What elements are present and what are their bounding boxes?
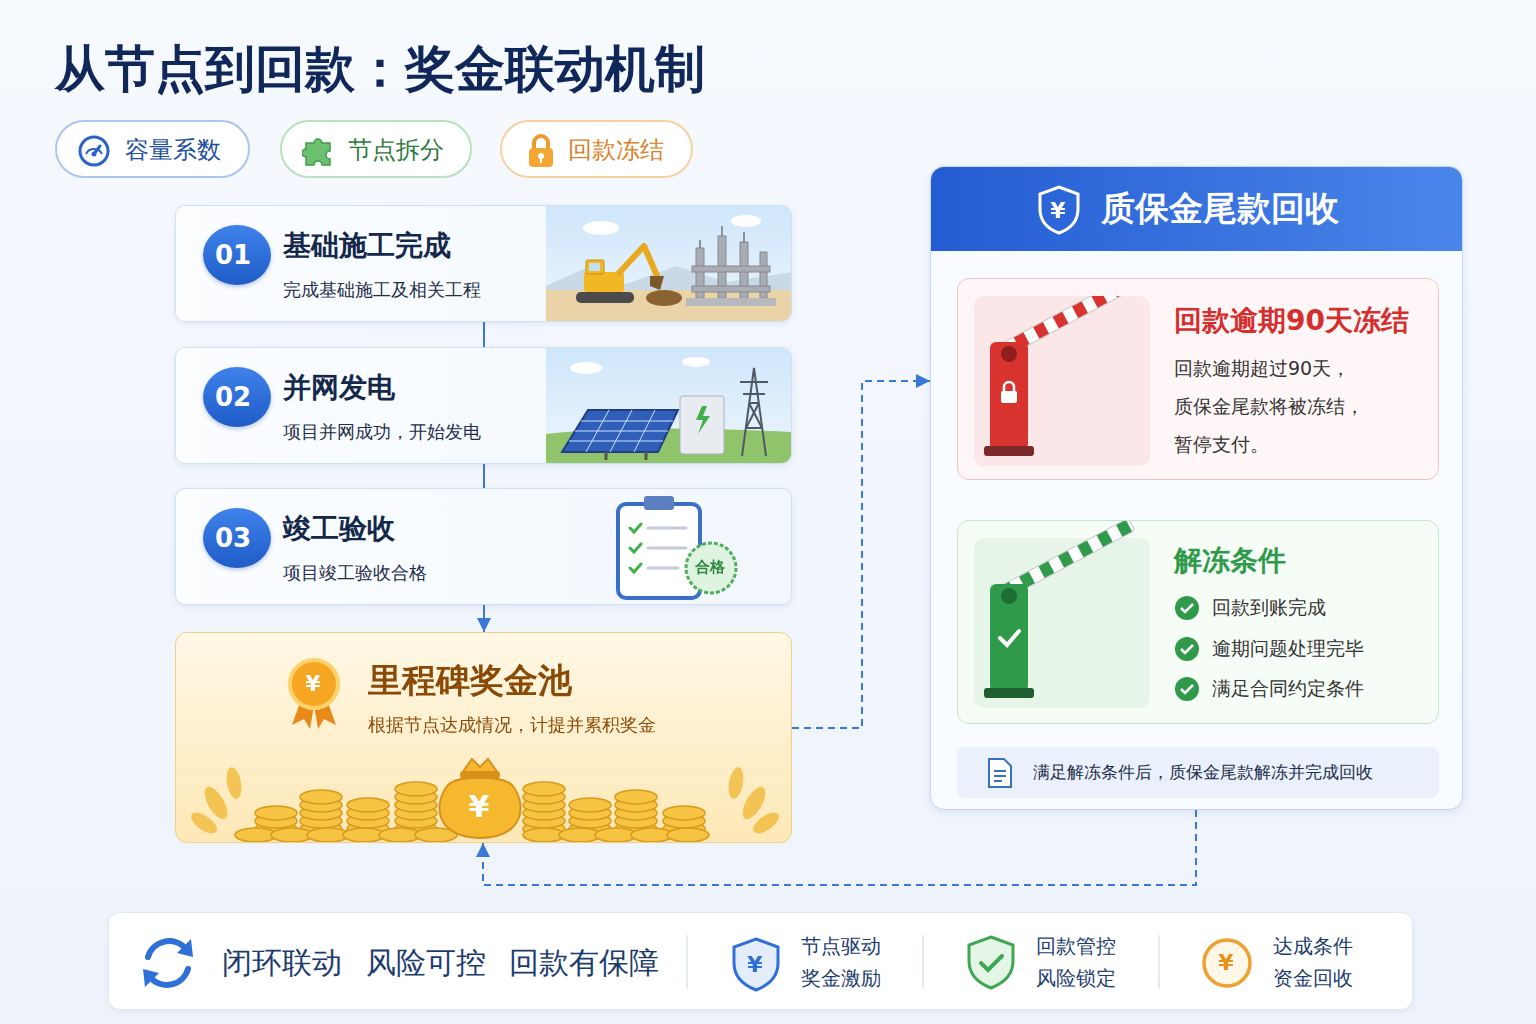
node-heading: 回款逾期90天冻结 bbox=[1174, 303, 1409, 338]
node-text: 满足合同约定条件 bbox=[1212, 677, 1364, 701]
closed-barrier-gate bbox=[974, 296, 1150, 466]
retention-panel: 质保金尾款回收 回款逾期90天冻结回款逾期超过90天， 质保金尾款将被冻结， 暂… bbox=[930, 166, 1463, 810]
node-text: 完成基础施工及相关工程 bbox=[283, 279, 481, 302]
note-bar: 满足解冻条件后，质保金尾款解冻并完成回收 bbox=[957, 747, 1439, 798]
step-box: 竣工验收项目竣工验收合格 03 bbox=[175, 488, 792, 605]
node-heading: 回款冻结 bbox=[568, 135, 664, 165]
node-text: 节点驱动 奖金激励 bbox=[801, 930, 901, 994]
construction-scene bbox=[546, 206, 792, 322]
node-heading: 质保金尾款回收 bbox=[1101, 187, 1339, 230]
node-heading: 基础施工完成 bbox=[283, 228, 451, 263]
flow-connector bbox=[483, 464, 485, 488]
document-icon bbox=[986, 757, 1014, 789]
node-heading: 闭环联动 风险可控 回款有保障 bbox=[222, 944, 659, 982]
node-text: 逾期问题处理完毕 bbox=[1212, 637, 1364, 661]
step-box: 并网发电项目并网成功，开始发电 02 bbox=[175, 347, 792, 464]
gauge-icon bbox=[77, 134, 111, 168]
node-heading: 竣工验收 bbox=[283, 511, 395, 546]
node-text: 项目并网成功，开始发电 bbox=[283, 421, 481, 444]
flow-connector bbox=[792, 381, 930, 728]
step-box: 基础施工完成完成基础施工及相关工程 01 bbox=[175, 205, 792, 322]
node-text: 根据节点达成情况，计提并累积奖金 bbox=[368, 714, 656, 737]
tag-pill: 容量系数 bbox=[55, 120, 250, 178]
step-number-circle: 02 bbox=[203, 367, 271, 427]
checklist-clipboard bbox=[606, 494, 746, 604]
flow-connector bbox=[483, 322, 485, 347]
step-number-circle: 01 bbox=[203, 225, 271, 285]
freeze-rule-box: 回款逾期90天冻结回款逾期超过90天， 质保金尾款将被冻结， 暂停支付。 bbox=[957, 278, 1439, 480]
node-heading: 并网发电 bbox=[283, 370, 395, 405]
node-text: 回款逾期超过90天， 质保金尾款将被冻结， 暂停支付。 bbox=[1174, 349, 1424, 463]
diagram-title: 从节点到回款：奖金联动机制 bbox=[55, 36, 705, 103]
node-heading: 解冻条件 bbox=[1174, 543, 1286, 578]
tag-pill: 回款冻结 bbox=[500, 120, 693, 178]
tag-pill: 节点拆分 bbox=[280, 120, 472, 178]
node-heading: 03 bbox=[203, 522, 263, 555]
node-heading: 容量系数 bbox=[125, 135, 221, 165]
node-text: 回款到账完成 bbox=[1212, 596, 1326, 620]
flow-connector bbox=[483, 605, 485, 632]
lock-icon bbox=[526, 133, 556, 169]
node-heading: 01 bbox=[203, 239, 263, 272]
step-number-circle: 03 bbox=[203, 508, 271, 568]
bonus-pool-box: 里程碑奖金池根据节点达成情况，计提并累积奖金 bbox=[175, 632, 792, 843]
unfreeze-condition-box: 解冻条件回款到账完成逾期问题处理完毕满足合同约定条件 bbox=[957, 520, 1439, 724]
node-heading: 里程碑奖金池 bbox=[368, 659, 572, 702]
node-text: 达成条件 资金回收 bbox=[1273, 930, 1373, 994]
flow-connector bbox=[483, 810, 1196, 885]
node-heading: 02 bbox=[203, 381, 263, 414]
puzzle-icon bbox=[302, 133, 336, 167]
summary-bar: 闭环联动 风险可控 回款有保障 节点驱动 奖金激励 回款管控 风险锁定 达成条件 资金… bbox=[108, 912, 1413, 1010]
node-text: 项目竣工验收合格 bbox=[283, 562, 427, 585]
node-heading: 节点拆分 bbox=[348, 135, 444, 165]
solar-grid-scene bbox=[546, 348, 792, 464]
node-heading: 满足解冻条件后，质保金尾款解冻并完成回收 bbox=[1033, 762, 1373, 783]
node-text: 回款管控 风险锁定 bbox=[1036, 930, 1136, 994]
